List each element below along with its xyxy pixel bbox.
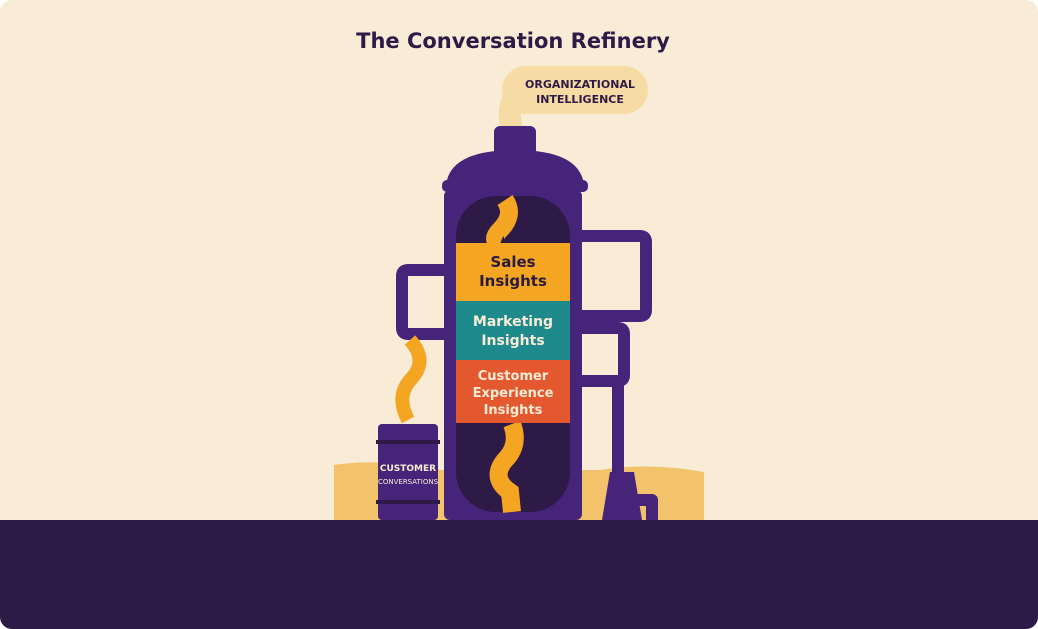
input-barrel [378, 424, 438, 520]
tower-rim [442, 180, 588, 192]
layer-marketing-label: Marketing [473, 314, 553, 330]
output-label-line1: ORGANIZATIONAL [525, 78, 635, 91]
barrel-ring [376, 500, 440, 504]
output-bubble [502, 66, 648, 114]
layer-sales-label: Insights [479, 272, 547, 290]
output-label-line2: INTELLIGENCE [536, 93, 624, 106]
layer-cx-label: Experience [473, 386, 554, 401]
layer-sales-label: Sales [490, 253, 535, 271]
input-flow [395, 335, 427, 424]
layer-sales [456, 243, 570, 301]
layer-cx-label: Customer [478, 369, 549, 384]
tower-dome [446, 150, 584, 185]
input-label-line1: CUSTOMER [380, 464, 436, 474]
layer-cx-label: Insights [484, 403, 543, 418]
layer-customer-experience [456, 360, 570, 423]
layer-marketing [456, 301, 570, 360]
pump-cone [602, 472, 642, 520]
top-flow [486, 195, 518, 253]
ground [0, 520, 1038, 629]
layer-marketing-label: Insights [481, 333, 544, 349]
input-label-line2: CONVERSATIONS [378, 478, 439, 486]
diagram-title: The Conversation Refinery [356, 29, 670, 53]
barrel-ring [376, 440, 440, 444]
bottom-flow [489, 420, 524, 513]
